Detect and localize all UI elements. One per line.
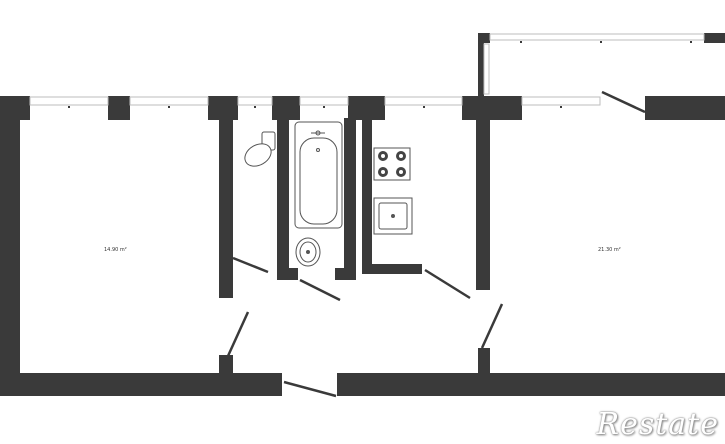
- wall-top-pier: [0, 96, 30, 120]
- wall-interior: [362, 118, 372, 274]
- wall-stub: [335, 268, 356, 280]
- wall-stub: [362, 264, 422, 274]
- room-area-label-right: 21.30 m²: [598, 247, 621, 253]
- wall-top-pier: [462, 96, 522, 120]
- sink: [295, 237, 321, 267]
- kitchen-sink-drain: [391, 214, 395, 218]
- window: [299, 96, 349, 106]
- wall-interior: [277, 118, 289, 280]
- balcony-wall: [478, 43, 484, 96]
- window-mullions: [68, 41, 692, 108]
- wall-interior: [476, 118, 490, 290]
- window: [237, 96, 273, 106]
- door-leaf: [232, 256, 269, 274]
- wall-interior: [219, 118, 233, 298]
- balcony-window: [489, 33, 705, 41]
- balcony-window: [483, 43, 490, 95]
- drain: [316, 148, 320, 152]
- window: [384, 96, 463, 106]
- wall-interior: [344, 118, 356, 280]
- windows: [29, 33, 705, 106]
- wall-bottom: [0, 373, 282, 396]
- toilet: [244, 131, 276, 167]
- window: [521, 96, 601, 106]
- kitchen-sink: [373, 197, 413, 235]
- wall-top-pier: [108, 96, 130, 120]
- room-area-label-left: 14.90 m²: [104, 247, 127, 253]
- door-leaf: [226, 311, 250, 357]
- bathtub-inner: [299, 137, 338, 225]
- sink-drain: [306, 250, 310, 254]
- wall-left: [0, 96, 20, 396]
- stove: [373, 147, 411, 181]
- wall-interior: [478, 348, 490, 375]
- toilet-bowl: [244, 143, 272, 167]
- balcony-wall: [478, 33, 490, 43]
- watermark-logo: Restate: [596, 407, 719, 442]
- wall-top-pier: [348, 96, 385, 120]
- door-leaf: [480, 303, 504, 349]
- wall-interior: [219, 355, 233, 375]
- door-leaf: [424, 268, 471, 300]
- wall-top-pier: [208, 96, 238, 120]
- balcony-wall: [704, 33, 725, 43]
- window: [29, 96, 109, 106]
- wall-stub: [277, 268, 298, 280]
- window: [129, 96, 209, 106]
- doors: [226, 90, 646, 398]
- wall-top-pier: [645, 96, 725, 120]
- walls: [0, 33, 725, 396]
- wall-bottom: [337, 373, 725, 396]
- wall-top-pier: [272, 96, 300, 120]
- door-leaf: [283, 380, 337, 398]
- door-leaf: [601, 90, 646, 114]
- door-leaf: [299, 278, 341, 302]
- bathtub: [294, 121, 343, 229]
